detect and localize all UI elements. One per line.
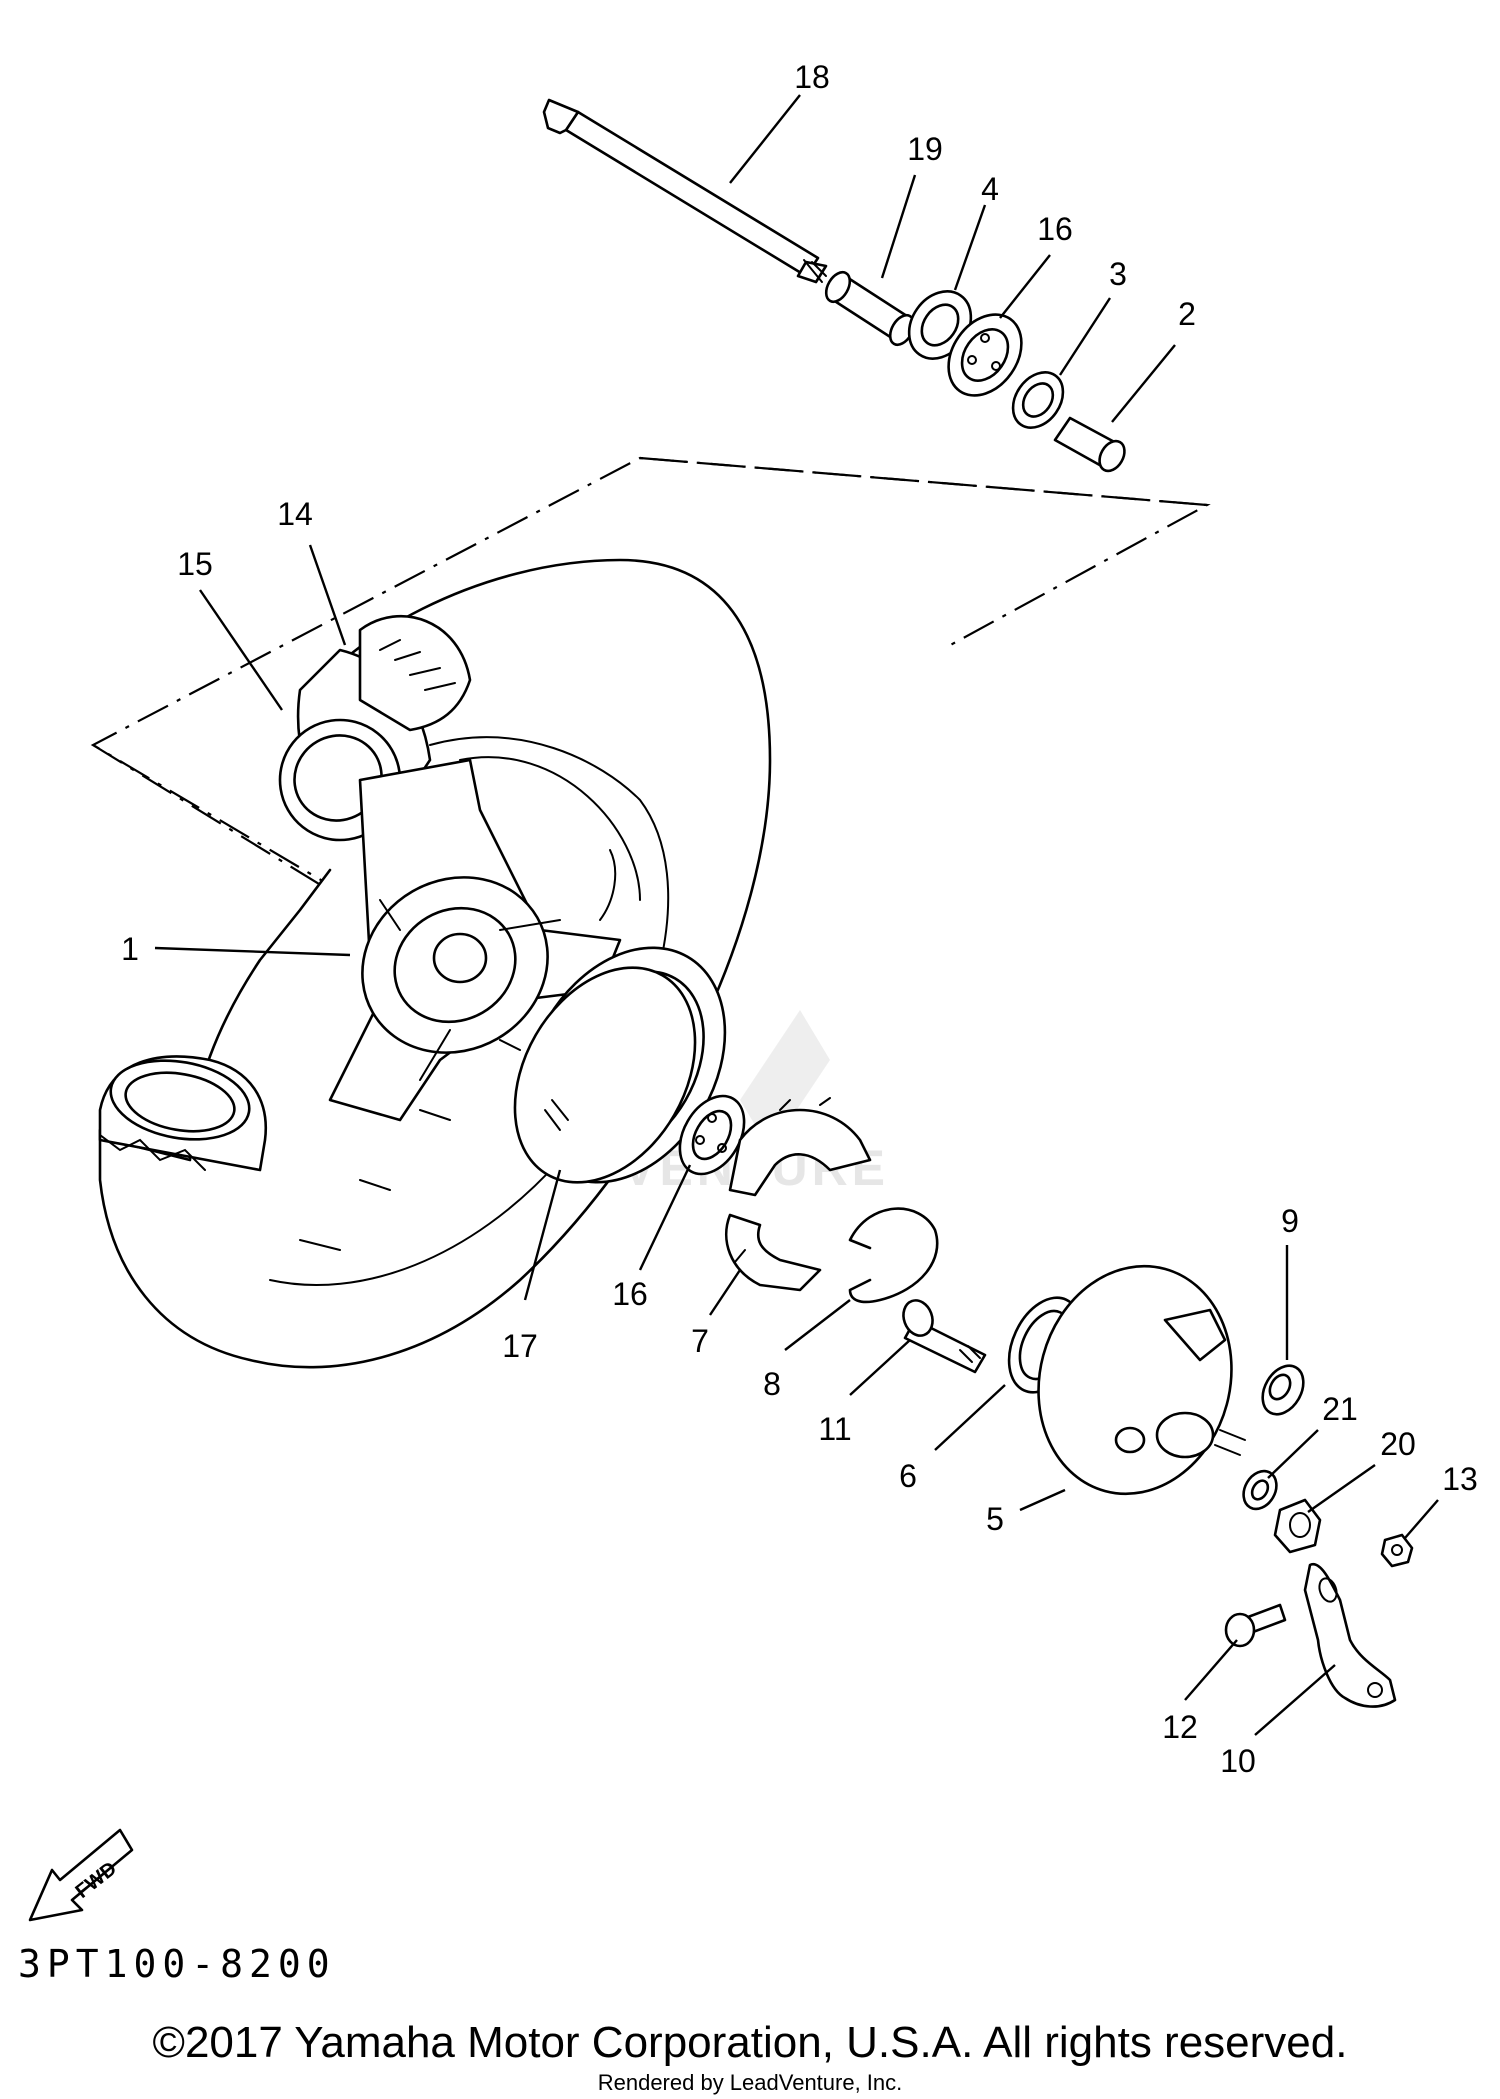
brake-shoe-plate <box>1037 1264 1246 1496</box>
assembly-outline-right <box>639 456 1211 649</box>
callout-21: 21 <box>1322 1391 1358 1427</box>
washer-21 <box>1242 1469 1278 1511</box>
callout-16-lower: 16 <box>612 1276 648 1312</box>
callout-7: 7 <box>691 1323 709 1359</box>
callout-12: 12 <box>1162 1709 1198 1745</box>
axle-shaft <box>542 98 828 284</box>
nut-20 <box>1273 1498 1322 1554</box>
bearing-16-lower <box>678 1094 746 1176</box>
nut-13 <box>1380 1533 1414 1568</box>
callout-17: 17 <box>502 1328 538 1364</box>
assembly-outline <box>90 456 1208 919</box>
camshaft <box>902 1299 987 1374</box>
callout-2: 2 <box>1178 296 1196 332</box>
diagram-code: 3PT100-8200 <box>18 1942 336 1986</box>
callout-18: 18 <box>794 59 830 95</box>
callout-10: 10 <box>1220 1743 1256 1779</box>
fwd-arrow-icon: FWD <box>28 1828 134 1922</box>
callout-14: 14 <box>277 496 313 532</box>
callout-9: 9 <box>1281 1203 1299 1239</box>
assembly-outline-left <box>92 744 346 901</box>
rendered-by-notice: Rendered by LeadVenture, Inc. <box>597 2070 903 2095</box>
callout-16-top: 16 <box>1037 211 1073 247</box>
callout-19: 19 <box>907 131 943 167</box>
collar-19 <box>824 270 916 347</box>
callout-11: 11 <box>818 1411 851 1447</box>
tube-bottom <box>98 1055 268 1172</box>
callout-6: 6 <box>899 1458 917 1494</box>
collar-2 <box>1053 416 1126 473</box>
seal-3 <box>1011 371 1065 429</box>
leader-lines <box>154 94 1439 1736</box>
copyright-notice: ©2017 Yamaha Motor Corporation, U.S.A. A… <box>152 2018 1348 2067</box>
brake-shoes <box>725 1097 872 1292</box>
callout-15: 15 <box>177 546 213 582</box>
callout-3: 3 <box>1109 256 1127 292</box>
callout-labels: 18 19 4 16 3 2 14 15 1 17 16 7 8 11 6 5 … <box>121 59 1478 1779</box>
brake-arm <box>1303 1562 1397 1708</box>
bolt-12 <box>1224 1603 1287 1648</box>
brake-spring <box>848 1207 939 1304</box>
callout-13: 13 <box>1442 1461 1478 1497</box>
callout-4: 4 <box>981 171 999 207</box>
callout-1: 1 <box>121 931 139 967</box>
callout-8: 8 <box>763 1366 781 1402</box>
bearing-16-top <box>947 313 1023 397</box>
wheel-hub <box>328 758 622 1122</box>
callout-20: 20 <box>1380 1426 1416 1462</box>
callout-5: 5 <box>986 1501 1004 1537</box>
collar-9 <box>1261 1364 1305 1416</box>
